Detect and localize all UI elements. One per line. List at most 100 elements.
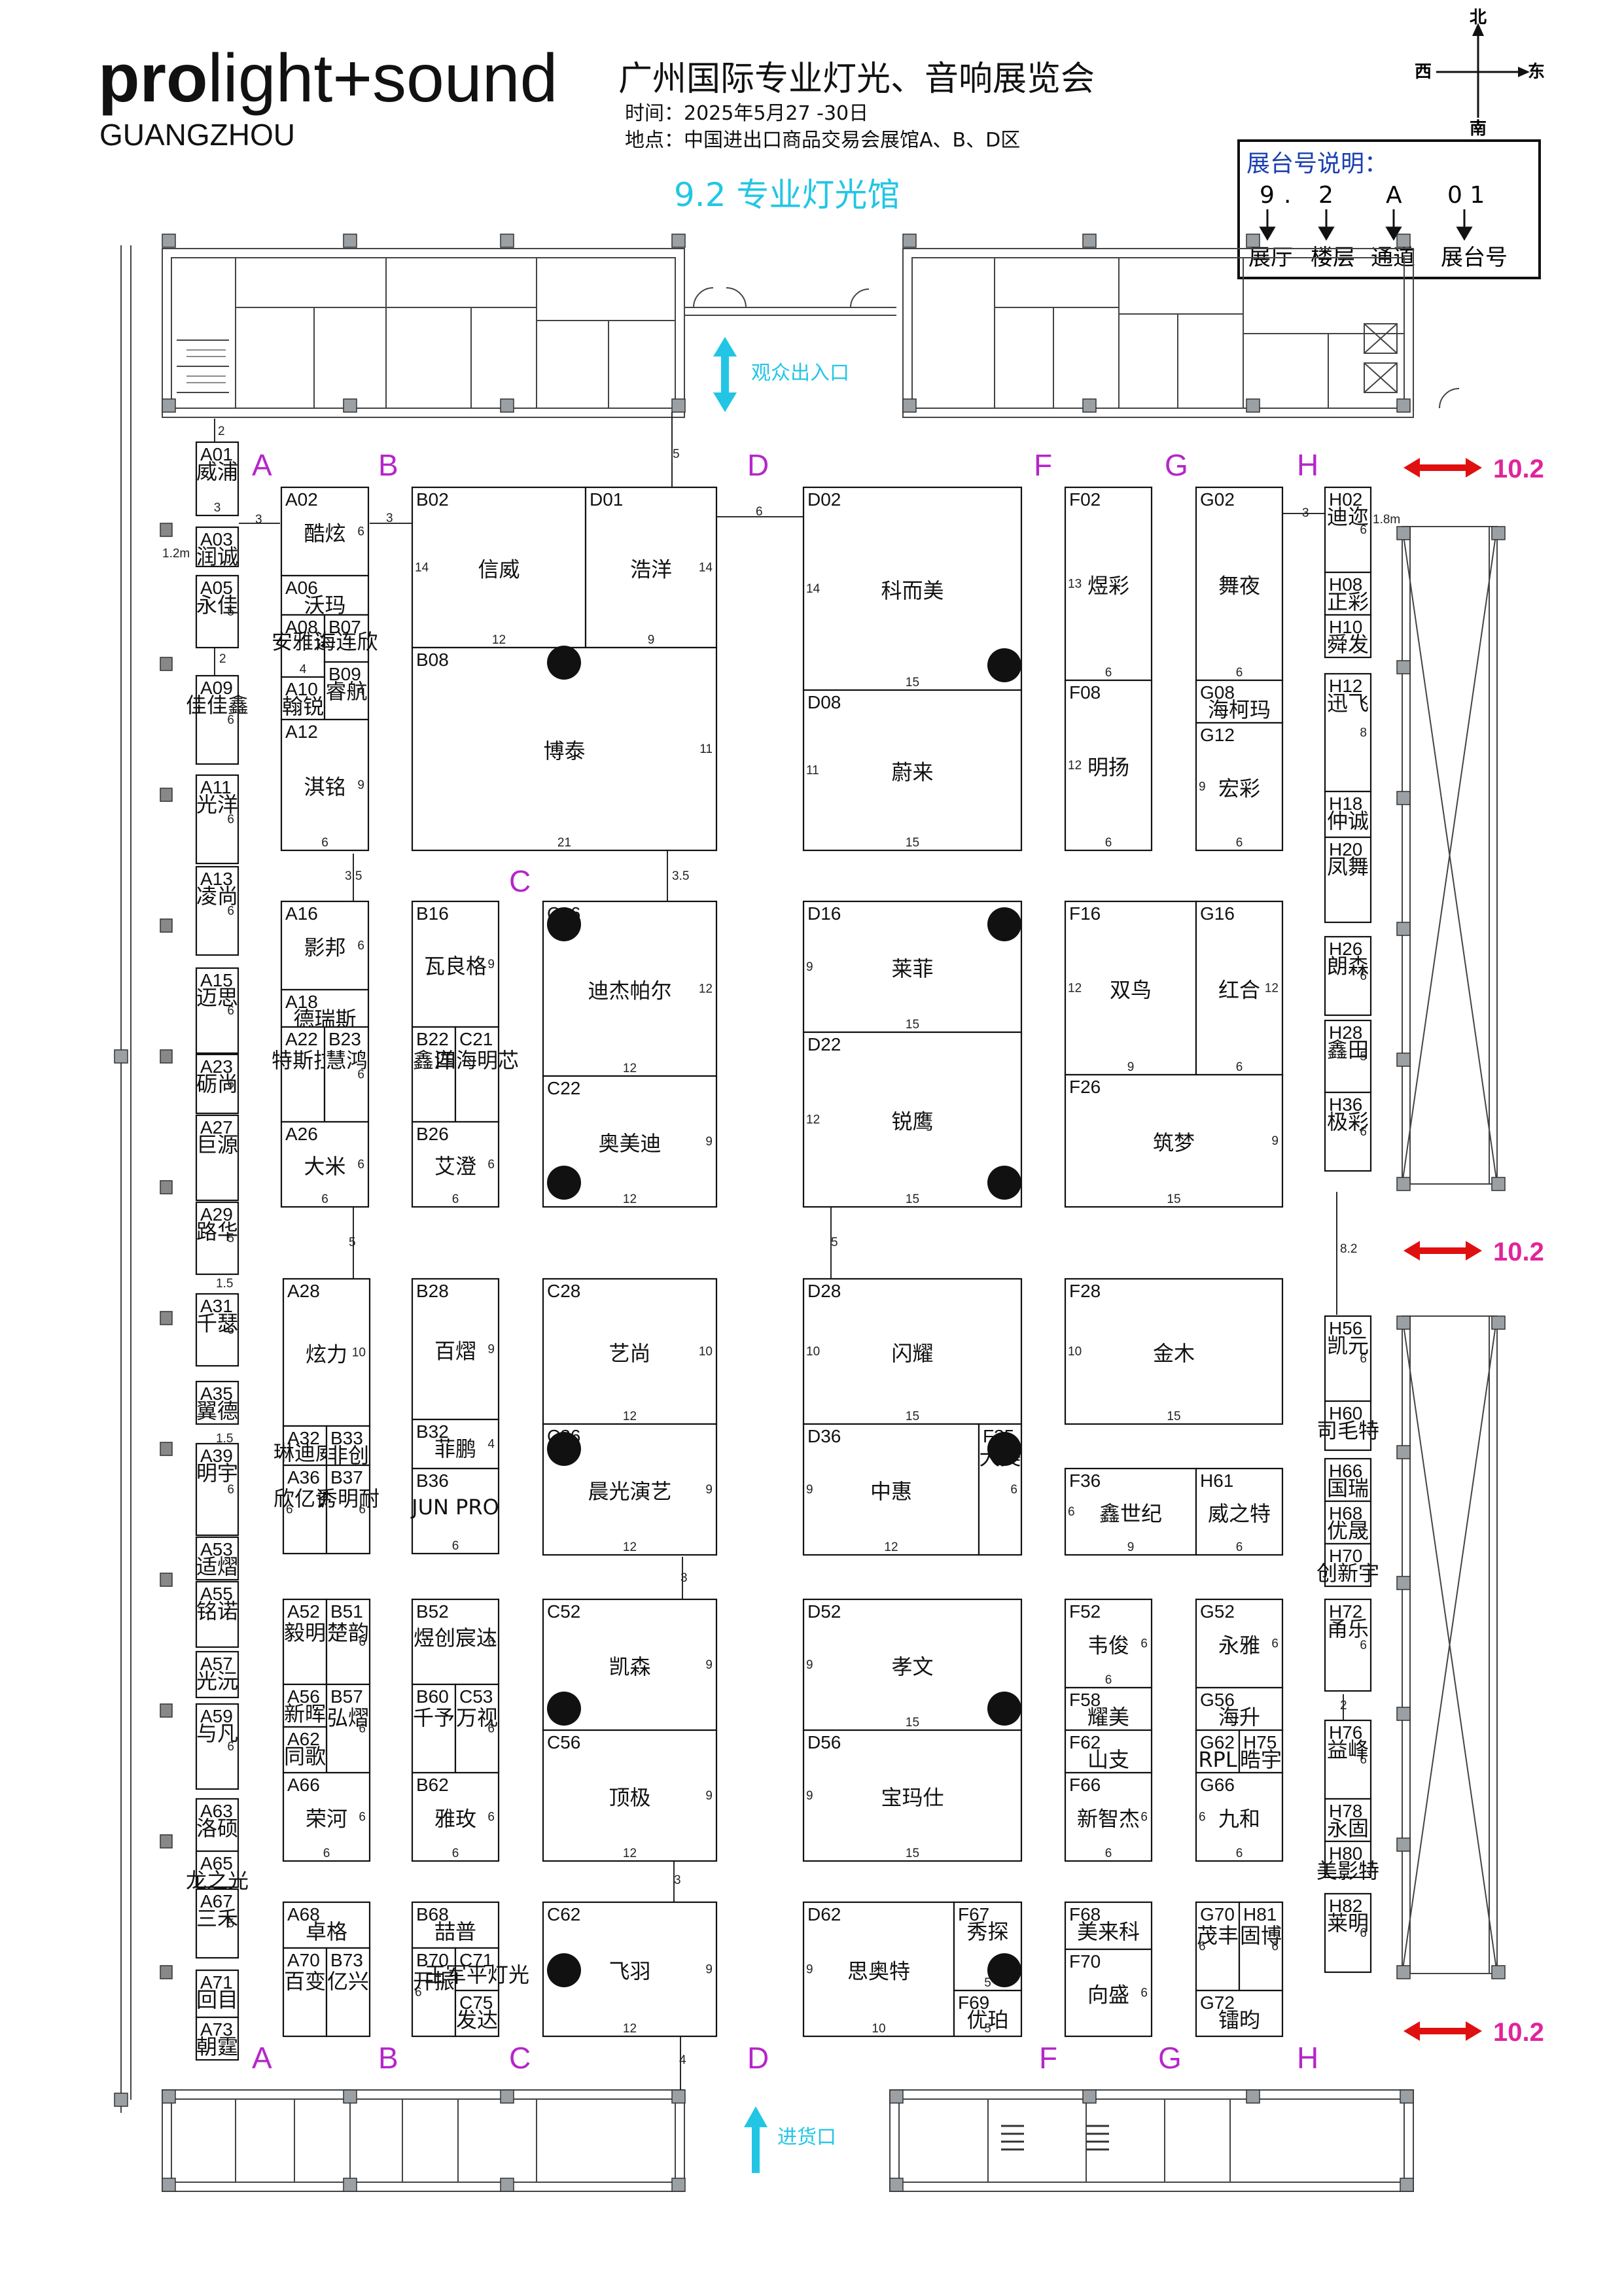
booth-c16[interactable]: C16迪杰帕尔1212 bbox=[542, 900, 718, 1077]
